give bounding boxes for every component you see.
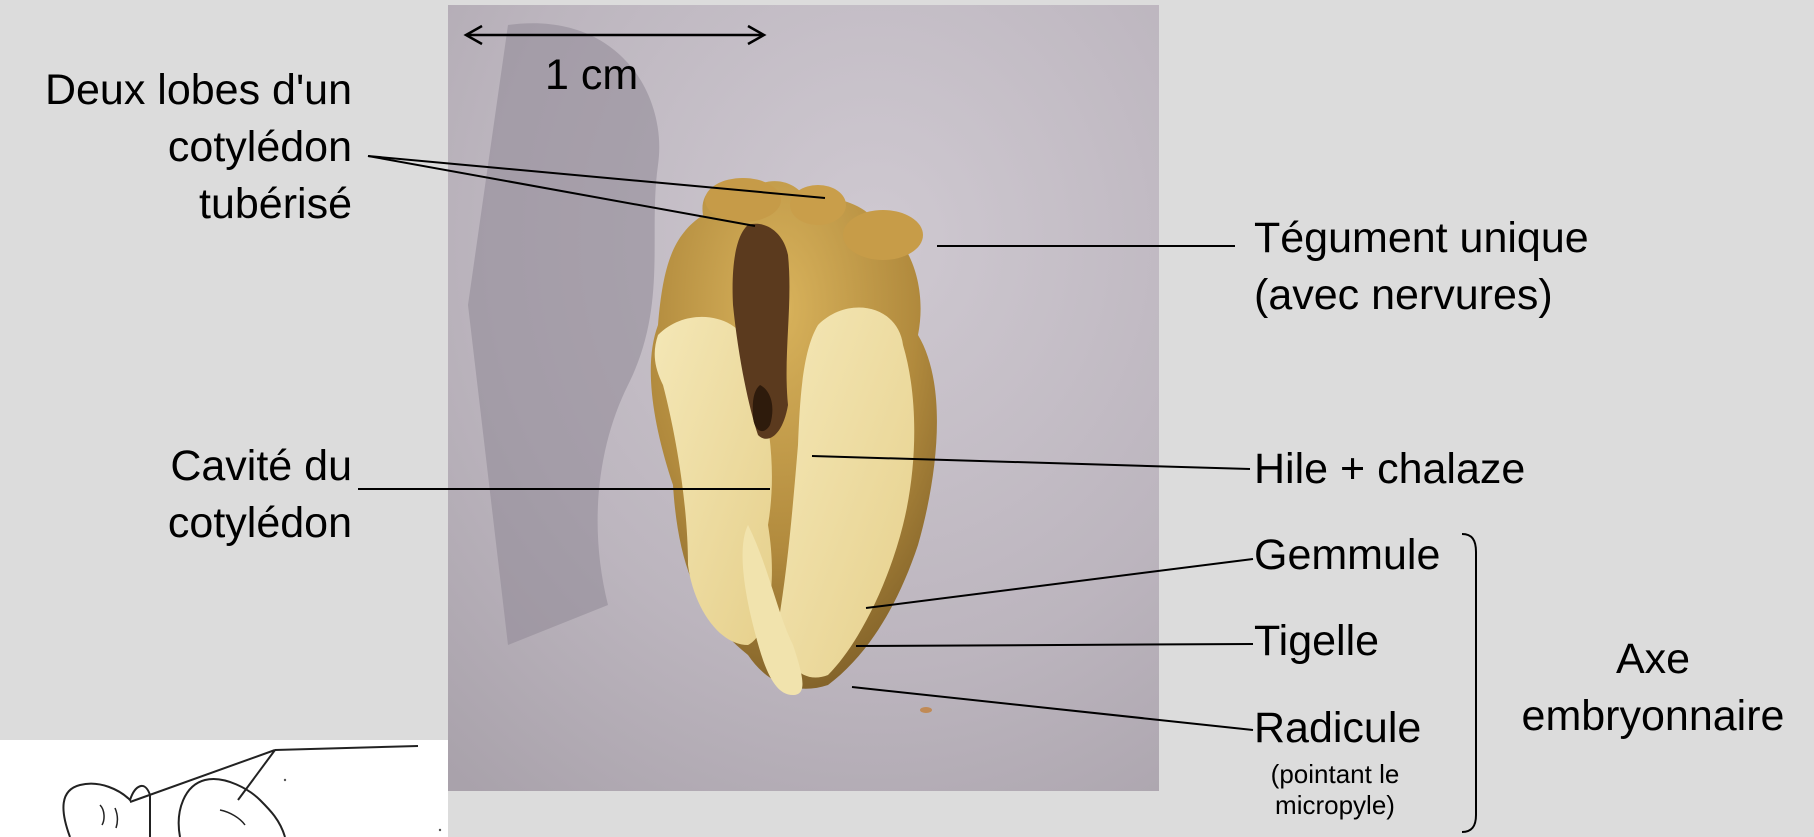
leader-tigelle — [856, 644, 1253, 646]
label-radicule-note: (pointant le micropyle) — [1254, 759, 1416, 821]
label-cavity-line2: cotylédon — [0, 495, 352, 552]
label-tegument: Tégument unique (avec nervures) — [1254, 210, 1589, 324]
scale-bar-arrow — [466, 26, 764, 44]
label-cavity: Cavité du cotylédon — [0, 438, 352, 552]
label-radicule: Radicule — [1254, 700, 1421, 757]
label-tegument-line2: (avec nervures) — [1254, 267, 1589, 324]
label-radicule-note-line2: micropyle) — [1254, 790, 1416, 821]
label-embryo-axis-line1: Axe — [1500, 631, 1806, 688]
label-hile: Hile + chalaze — [1254, 441, 1525, 498]
label-tegument-line1: Tégument unique — [1254, 210, 1589, 267]
label-embryo-axis-line2: embryonnaire — [1500, 688, 1806, 745]
label-tigelle: Tigelle — [1254, 613, 1379, 670]
scale-bar-label: 1 cm — [545, 47, 638, 104]
label-cotyledon-lobes: Deux lobes d'un cotylédon tubérisé — [0, 62, 352, 233]
leader-radicule — [852, 687, 1253, 730]
label-gemmule: Gemmule — [1254, 527, 1440, 584]
leader-cotyledon-lobe-2 — [368, 156, 755, 226]
embryo-axis-bracket — [1462, 534, 1476, 832]
label-cotyledon-lobes-line1: Deux lobes d'un — [0, 62, 352, 119]
leader-gemmule — [866, 559, 1253, 608]
label-cavity-line1: Cavité du — [0, 438, 352, 495]
label-embryo-axis: Axe embryonnaire — [1500, 631, 1806, 745]
leader-cotyledon-lobe-1 — [368, 156, 825, 198]
leader-hile — [812, 456, 1250, 469]
label-cotyledon-lobes-line2: cotylédon — [0, 119, 352, 176]
label-radicule-note-line1: (pointant le — [1254, 759, 1416, 790]
label-cotyledon-lobes-line3: tubérisé — [0, 176, 352, 233]
